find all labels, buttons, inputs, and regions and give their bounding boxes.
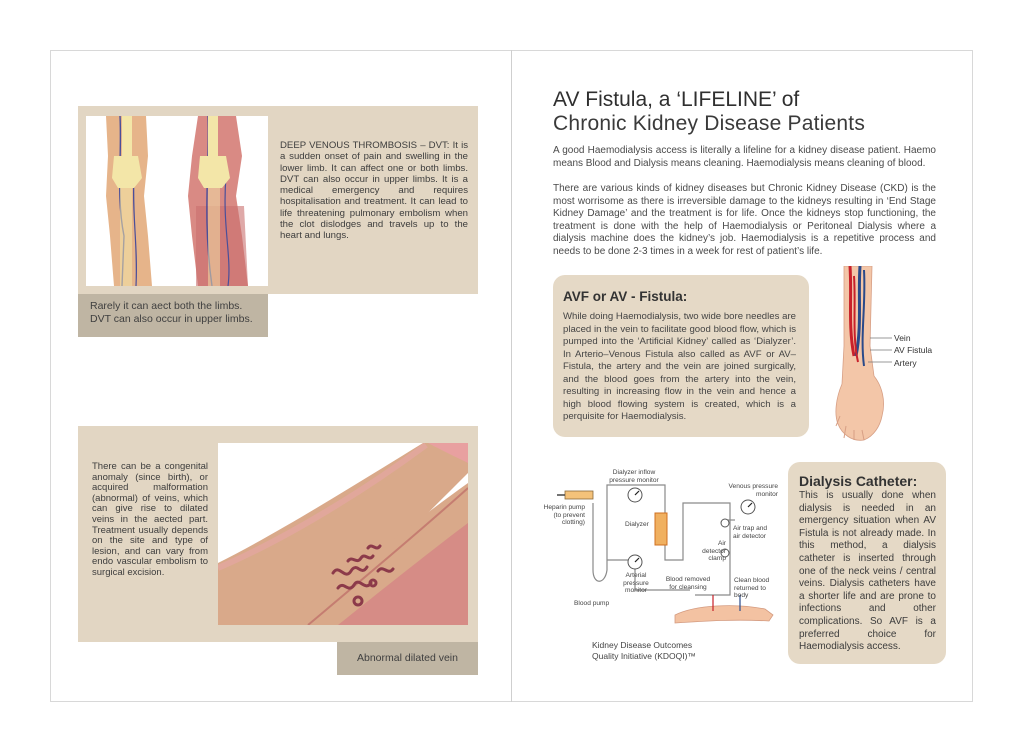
- dvt-caption-line1: Rarely it can aect both the limbs.: [90, 300, 243, 312]
- diagram-source-line1: Kidney Disease Outcomes: [592, 640, 693, 650]
- clean-blood-line1: Clean blood: [734, 577, 770, 584]
- blood-removed-label: Blood removed for cleansing: [660, 576, 716, 591]
- venous-pressure-label: Venous pressure monitor: [712, 483, 779, 498]
- air-trap-line1: Air trap and: [733, 525, 768, 532]
- clean-blood-line3: body: [734, 592, 749, 600]
- air-detector-line2: detector: [702, 547, 726, 555]
- dvt-caption: Rarely it can aect both the limbs. DVT c…: [78, 294, 268, 337]
- arterial-pressure-line2: pressure: [623, 579, 649, 587]
- air-trap-label: Air trap and air detector: [733, 525, 773, 540]
- anomaly-caption: Abnormal dilated vein: [337, 642, 478, 675]
- arm-label-artery: Artery: [894, 358, 917, 368]
- dvt-caption-line2: DVT can also occur in upper limbs.: [90, 313, 253, 325]
- intro-paragraph-2: There are various kinds of kidney diseas…: [553, 183, 936, 257]
- avf-heading: AVF or AV - Fistula:: [563, 289, 688, 304]
- arm-fistula-illustration: [830, 265, 892, 442]
- avf-description: While doing Haemodialysis, two wide bore…: [563, 311, 796, 422]
- blood-pump-label: Blood pump: [574, 600, 610, 607]
- air-detector-line1: Air: [717, 540, 726, 547]
- page-title-line2: Chronic Kidney Disease Patients: [553, 112, 866, 135]
- dvt-legs-illustration: [86, 116, 268, 286]
- dialyzer-label: Dialyzer: [625, 521, 649, 528]
- arterial-pressure-line1: Arterial: [625, 572, 647, 579]
- page-fold: [511, 50, 512, 702]
- catheter-description: This is usually done when dialysis is ne…: [799, 490, 936, 653]
- page-title-line1: AV Fistula, a ‘LIFELINE’ of: [553, 88, 800, 111]
- dialyzer-inflow-label: Dialyzer inflow pressure monitor: [603, 469, 665, 484]
- heparin-pump-line1: Heparin pump: [543, 504, 585, 511]
- arterial-pressure-line3: monitor: [625, 587, 647, 595]
- intro-paragraph-1: A good Haemodialysis access is literally…: [553, 145, 936, 169]
- clean-blood-label: Clean blood returned to body: [734, 577, 778, 600]
- dialyzer-inflow-line1: Dialyzer inflow: [612, 469, 656, 476]
- diagram-source-line2: Quality Initiative (KDOQI)™: [592, 650, 696, 661]
- dialysis-circuit-diagram: [535, 465, 785, 625]
- venous-pressure-line1: Venous pressure: [728, 483, 779, 490]
- arm-label-vein: Vein: [894, 333, 911, 343]
- catheter-box: [788, 462, 946, 664]
- arterial-pressure-label: Arterial pressure monitor: [615, 572, 657, 595]
- venous-pressure-line2: monitor: [756, 490, 778, 498]
- air-trap-line2: air detector: [733, 532, 766, 540]
- heparin-pump-line2: (to prevent: [553, 511, 585, 519]
- clean-blood-line2: returned to: [734, 584, 766, 592]
- blood-removed-line1: Blood removed: [665, 576, 711, 583]
- air-detector-label: Air detector clamp: [690, 540, 726, 563]
- air-detector-line3: clamp: [708, 555, 726, 563]
- anomaly-description: There can be a congenital anomaly (since…: [92, 461, 208, 578]
- heparin-pump-line3: clotting): [561, 519, 585, 527]
- dilated-vein-illustration: [218, 443, 468, 625]
- blood-removed-line2: for cleansing: [669, 583, 707, 591]
- avf-box: [553, 275, 809, 437]
- dvt-description: DEEP VENOUS THROMBOSIS – DVT: It is a su…: [280, 140, 468, 242]
- heparin-pump-label: Heparin pump (to prevent clotting): [535, 504, 585, 527]
- arm-label-av-fistula: AV Fistula: [894, 345, 933, 355]
- dialyzer-inflow-line2: pressure monitor: [609, 476, 659, 484]
- catheter-heading: Dialysis Catheter:: [799, 473, 918, 489]
- diagram-source: Kidney Disease Outcomes Quality Initiati…: [592, 640, 696, 661]
